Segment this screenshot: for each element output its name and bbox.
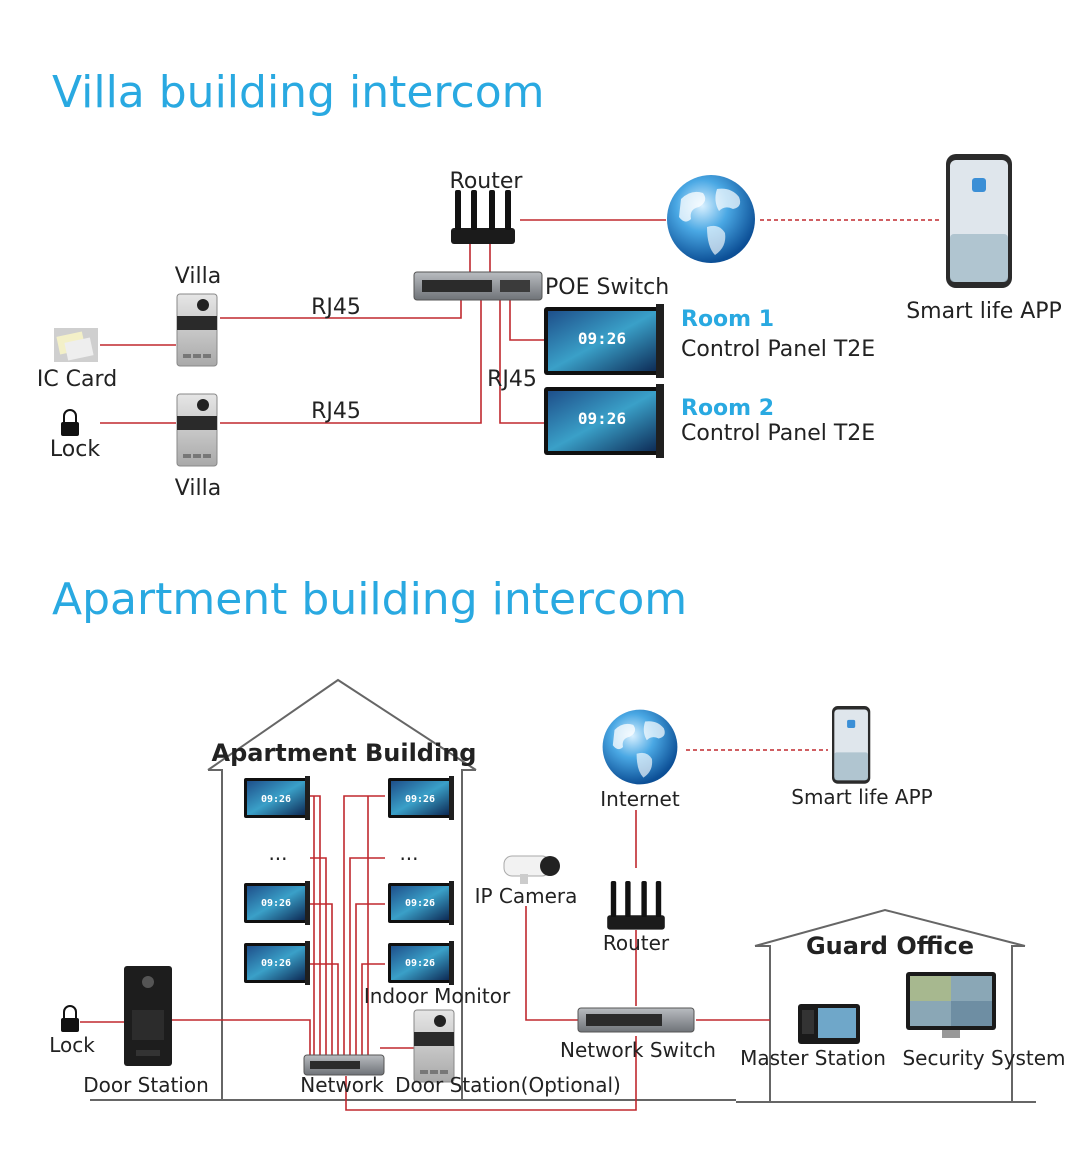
apartment-router-icon (607, 881, 665, 930)
monitor-screen-time: 09:26 (405, 958, 435, 969)
room1-screen-time: 09:26 (578, 329, 626, 348)
room1-panel-label: Control Panel T2E (681, 337, 875, 362)
room2-screen-time: 09:26 (578, 409, 626, 428)
villa-bottom-label: Villa (175, 476, 221, 501)
villa-wires (100, 219, 940, 424)
villa-title: Villa building intercom (52, 67, 545, 118)
master-station-icon (798, 1004, 860, 1044)
monitor-screen-time: 09:26 (405, 794, 435, 805)
indoor-monitor-icon: 09:26 (244, 776, 310, 820)
room1-label: Room 1 (681, 307, 774, 332)
ic-card-label: IC Card (37, 367, 117, 392)
ip-camera-icon (503, 855, 560, 884)
door-station-optional-label: Door Station(Optional) (395, 1073, 621, 1097)
guard-office-walls (755, 945, 1025, 1102)
villa-poe-switch-label: POE Switch (545, 275, 669, 300)
indoor-monitor-icon: 09:26 (244, 941, 310, 985)
villa-top-label: Villa (175, 264, 221, 289)
monitor-screen-time: 09:26 (405, 898, 435, 909)
villa-internet-globe-icon (667, 175, 755, 263)
apartment-wires (80, 749, 828, 1111)
security-system-monitor-icon (906, 972, 996, 1038)
villa-lock-icon (60, 409, 80, 437)
apartment-network-switch-icon (303, 1054, 385, 1076)
monitor-screen-time: 09:26 (261, 898, 291, 909)
network-switch-label: Network Switch (560, 1038, 716, 1062)
door-station-label: Door Station (83, 1073, 209, 1097)
apartment-router-label: Router (603, 931, 670, 955)
indoor-monitor-label: Indoor Monitor (364, 984, 511, 1008)
villa-lock-label: Lock (50, 437, 100, 462)
rj45-bottom-label: RJ45 (311, 399, 361, 424)
internet-label: Internet (600, 787, 680, 811)
room2-control-panel-icon: 09:26 (544, 384, 664, 458)
optional-door-station-icon (413, 1009, 455, 1083)
villa-door-station-bottom-icon (176, 393, 218, 467)
room2-label: Room 2 (681, 396, 774, 421)
villa-smart-life-app-label: Smart life APP (906, 299, 1062, 324)
apartment-smart-life-app-label: Smart life APP (791, 785, 932, 809)
apartment-internet-globe-icon (602, 709, 678, 785)
monitor-screen-time: 09:26 (261, 794, 291, 805)
apartment-smartphone-icon (832, 706, 871, 784)
villa-poe-switch-icon (413, 271, 543, 301)
apartment-building-label: Apartment Building (212, 739, 477, 767)
rj45-mid-label: RJ45 (487, 367, 537, 392)
apartment-building-roof (207, 678, 477, 771)
villa-router-icon (451, 190, 515, 244)
rj45-top-label: RJ45 (311, 295, 361, 320)
door-station-icon (124, 966, 172, 1066)
apartment-lock-label: Lock (49, 1033, 95, 1057)
apartment-title: Apartment building intercom (52, 574, 687, 625)
network-label: Network (300, 1073, 384, 1097)
security-system-label: Security System (902, 1046, 1065, 1070)
guard-office-label: Guard Office (806, 932, 974, 960)
monitor-screen-time: 09:26 (261, 958, 291, 969)
room2-panel-label: Control Panel T2E (681, 421, 875, 446)
apartment-lock-icon (60, 1005, 80, 1033)
ip-camera-label: IP Camera (475, 884, 578, 908)
monitor-ellipsis-right: ... (399, 841, 418, 865)
apartment-building-walls (208, 769, 476, 1100)
guard-office-roof (754, 908, 1026, 947)
network-switch-icon (577, 1007, 695, 1033)
villa-door-station-top-icon (176, 293, 218, 367)
ic-card-icon (54, 328, 98, 362)
indoor-monitor-icon: 09:26 (244, 881, 310, 925)
room1-control-panel-icon: 09:26 (544, 304, 664, 378)
indoor-monitor-icon: 09:26 (388, 776, 454, 820)
villa-smartphone-icon (946, 154, 1012, 288)
indoor-monitor-icon: 09:26 (388, 881, 454, 925)
monitor-ellipsis-left: ... (268, 841, 287, 865)
indoor-monitor-icon: 09:26 (388, 941, 454, 985)
master-station-label: Master Station (740, 1046, 886, 1070)
villa-router-label: Router (450, 169, 524, 194)
